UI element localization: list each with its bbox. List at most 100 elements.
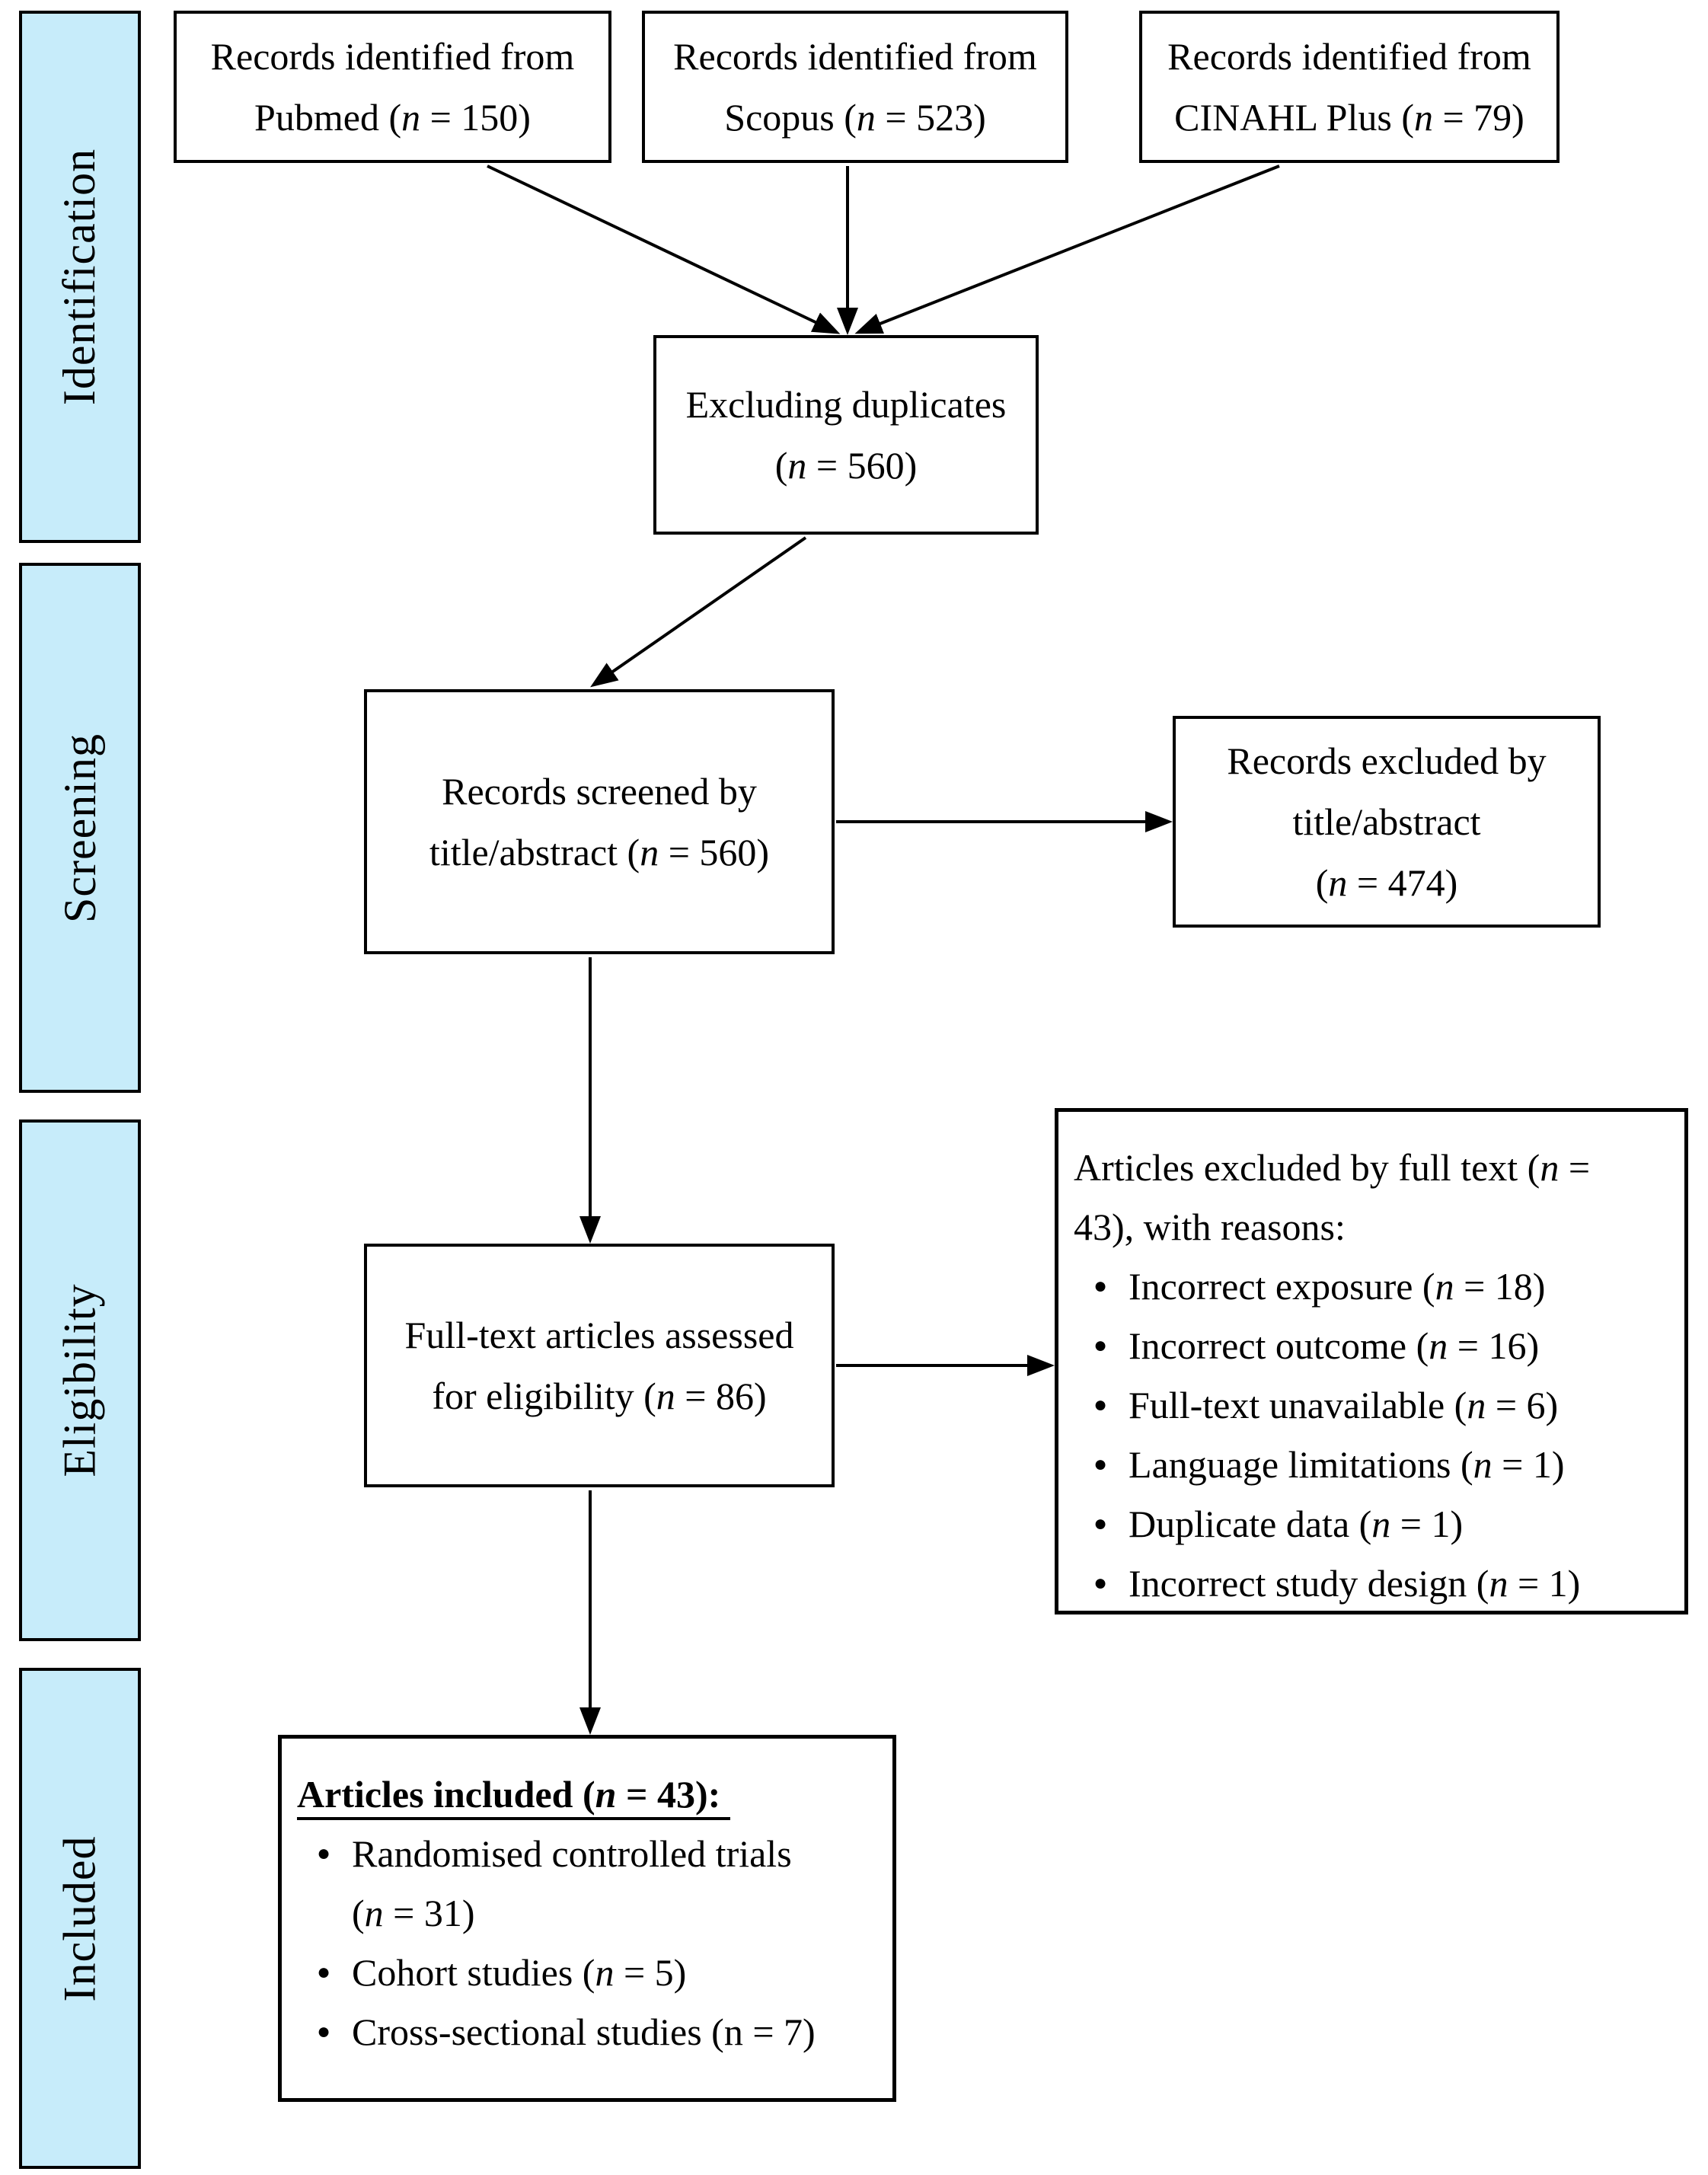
arrow-pubmed-to-duplicates bbox=[487, 164, 841, 334]
text-part: = 43): bbox=[616, 1773, 730, 1820]
text-line: (n = 31) bbox=[352, 1883, 877, 1943]
bullet-icon: ● bbox=[1093, 1273, 1108, 1298]
bullet-text: Full-text unavailable (n = 6) bbox=[1129, 1375, 1669, 1435]
text-part: Incorrect study design ( bbox=[1129, 1562, 1489, 1605]
text-part: = 6) bbox=[1486, 1384, 1559, 1426]
stage-band-identification: Identification bbox=[19, 11, 141, 543]
text-part: Articles excluded by full text ( bbox=[1074, 1146, 1540, 1189]
bullet-text: Incorrect outcome (n = 16) bbox=[1129, 1316, 1669, 1375]
text-part: title/abstract ( bbox=[429, 831, 640, 874]
box-articles-included: Articles included (n = 43): ●Randomised … bbox=[278, 1735, 896, 2102]
text-part: = 1) bbox=[1390, 1503, 1464, 1545]
text-line: Full-text unavailable (n = 6) bbox=[1129, 1375, 1669, 1435]
text-part: Full-text unavailable ( bbox=[1129, 1384, 1467, 1426]
text-line: Duplicate data (n = 1) bbox=[1129, 1494, 1669, 1554]
stage-band-included: Included bbox=[19, 1668, 141, 2169]
bullet-item: ● Duplicate data (n = 1) bbox=[1074, 1494, 1669, 1554]
text-part: n bbox=[1413, 96, 1433, 139]
bullet-icon: ● bbox=[317, 1959, 331, 1985]
text-part: Records identified from bbox=[210, 35, 575, 78]
stage-label-eligibility: Eligibility bbox=[54, 1283, 105, 1477]
text-part: Records identified from bbox=[1167, 35, 1531, 78]
text-line: Incorrect outcome (n = 16) bbox=[1129, 1316, 1669, 1375]
bullet-item: ● Full-text unavailable (n = 6) bbox=[1074, 1375, 1669, 1435]
text-part: = 1) bbox=[1492, 1443, 1565, 1486]
text-part: n bbox=[1540, 1146, 1560, 1189]
text-part: = 1) bbox=[1508, 1562, 1581, 1605]
text-part: Records excluded by bbox=[1227, 739, 1547, 782]
text-part: ( bbox=[352, 1892, 365, 1934]
box-excluding-duplicates: Excluding duplicates(n = 560) bbox=[653, 335, 1039, 535]
text-part: = 16) bbox=[1448, 1324, 1540, 1367]
text-line: Cohort studies (n = 5) bbox=[352, 1943, 877, 2002]
bullet-text: Duplicate data (n = 1) bbox=[1129, 1494, 1669, 1554]
bullet-icon: ● bbox=[1093, 1392, 1108, 1417]
text-part: Randomised controlled trials bbox=[352, 1832, 792, 1875]
text-part: Articles included ( bbox=[297, 1773, 595, 1820]
text-part: n bbox=[856, 96, 876, 139]
text-part: Duplicate data ( bbox=[1129, 1503, 1372, 1545]
box-records-excluded-title-abstract: Records excluded by title/abstract (n = 47… bbox=[1173, 716, 1601, 928]
bullet-text: Randomised controlled trials (n = 31) bbox=[352, 1824, 877, 1943]
text-line: CINAHL Plus (n = 79) bbox=[1174, 87, 1524, 148]
bullet-text: Cohort studies (n = 5) bbox=[352, 1943, 877, 2002]
text-part: = 523) bbox=[875, 96, 986, 139]
box-articles-excluded-fulltext: Articles excluded by full text (n =43), … bbox=[1055, 1108, 1688, 1614]
text-part: ( bbox=[774, 444, 788, 487]
text-line: Records excluded by bbox=[1227, 730, 1546, 791]
text-part: n bbox=[640, 831, 659, 874]
text-part: n bbox=[1328, 861, 1348, 904]
articles-included-heading: Articles included (n = 43): bbox=[297, 1765, 877, 1824]
bullet-item: ● Language limitations (n = 1) bbox=[1074, 1435, 1669, 1494]
text-line: Records identified from bbox=[1167, 26, 1531, 87]
bullet-icon: ● bbox=[1093, 1333, 1108, 1358]
text-part: n bbox=[364, 1892, 384, 1934]
arrow-duplicates-to-screened bbox=[590, 536, 807, 688]
excluded-fulltext-header: Articles excluded by full text (n =43), … bbox=[1074, 1138, 1669, 1257]
text-part: Language limitations ( bbox=[1129, 1443, 1473, 1486]
text-line: Articles excluded by full text (n = bbox=[1074, 1138, 1669, 1197]
text-part: n bbox=[1467, 1384, 1486, 1426]
text-line: Articles included (n = 43): bbox=[297, 1765, 877, 1824]
text-part: = 150) bbox=[420, 96, 531, 139]
text-part: Scopus ( bbox=[724, 96, 857, 139]
text-part: n bbox=[1473, 1443, 1493, 1486]
text-part: n bbox=[1489, 1562, 1508, 1605]
bullet-item: ● Cohort studies (n = 5) bbox=[297, 1943, 877, 2002]
text-part: n bbox=[1435, 1265, 1454, 1308]
bullet-icon: ● bbox=[1093, 1452, 1108, 1477]
text-line: Randomised controlled trials bbox=[352, 1824, 877, 1883]
text-part: Cross-sectional studies (n = 7) bbox=[352, 2011, 816, 2053]
stage-band-eligibility: Eligibility bbox=[19, 1119, 141, 1641]
text-part: = 560) bbox=[659, 831, 770, 874]
text-line: Records identified from bbox=[211, 26, 575, 87]
text-part: CINAHL Plus ( bbox=[1174, 96, 1414, 139]
text-line: Pubmed (n = 150) bbox=[254, 87, 531, 148]
text-line: (n = 560) bbox=[775, 435, 918, 496]
arrow-cinahl-to-duplicates bbox=[854, 164, 1280, 334]
text-part: n bbox=[595, 1773, 617, 1820]
text-line: title/abstract (n = 560) bbox=[429, 822, 769, 883]
text-line: title/abstract bbox=[1292, 791, 1480, 852]
excluded-fulltext-reason-list: ●Incorrect exposure (n = 18)●Incorrect o… bbox=[1074, 1257, 1669, 1613]
stage-label-screening: Screening bbox=[54, 733, 105, 923]
text-part: ( bbox=[1315, 861, 1329, 904]
text-part: Incorrect exposure ( bbox=[1129, 1265, 1435, 1308]
text-part: = 560) bbox=[806, 444, 918, 487]
bullet-text: Incorrect study design (n = 1) bbox=[1129, 1554, 1669, 1613]
bullet-icon: ● bbox=[1093, 1511, 1108, 1536]
text-part: = 18) bbox=[1454, 1265, 1546, 1308]
bullet-text: Incorrect exposure (n = 18) bbox=[1129, 1257, 1669, 1316]
text-line: Records identified from bbox=[673, 26, 1037, 87]
text-line: 43), with reasons: bbox=[1074, 1197, 1669, 1257]
text-part: = 474) bbox=[1347, 861, 1458, 904]
text-line: for eligibility (n = 86) bbox=[432, 1365, 766, 1426]
bullet-item: ● Incorrect exposure (n = 18) bbox=[1074, 1257, 1669, 1316]
text-line: Records screened by bbox=[442, 761, 757, 822]
text-line: Full-text articles assessed bbox=[405, 1305, 794, 1365]
text-part: = bbox=[1559, 1146, 1591, 1189]
bullet-item: ● Incorrect outcome (n = 16) bbox=[1074, 1316, 1669, 1375]
